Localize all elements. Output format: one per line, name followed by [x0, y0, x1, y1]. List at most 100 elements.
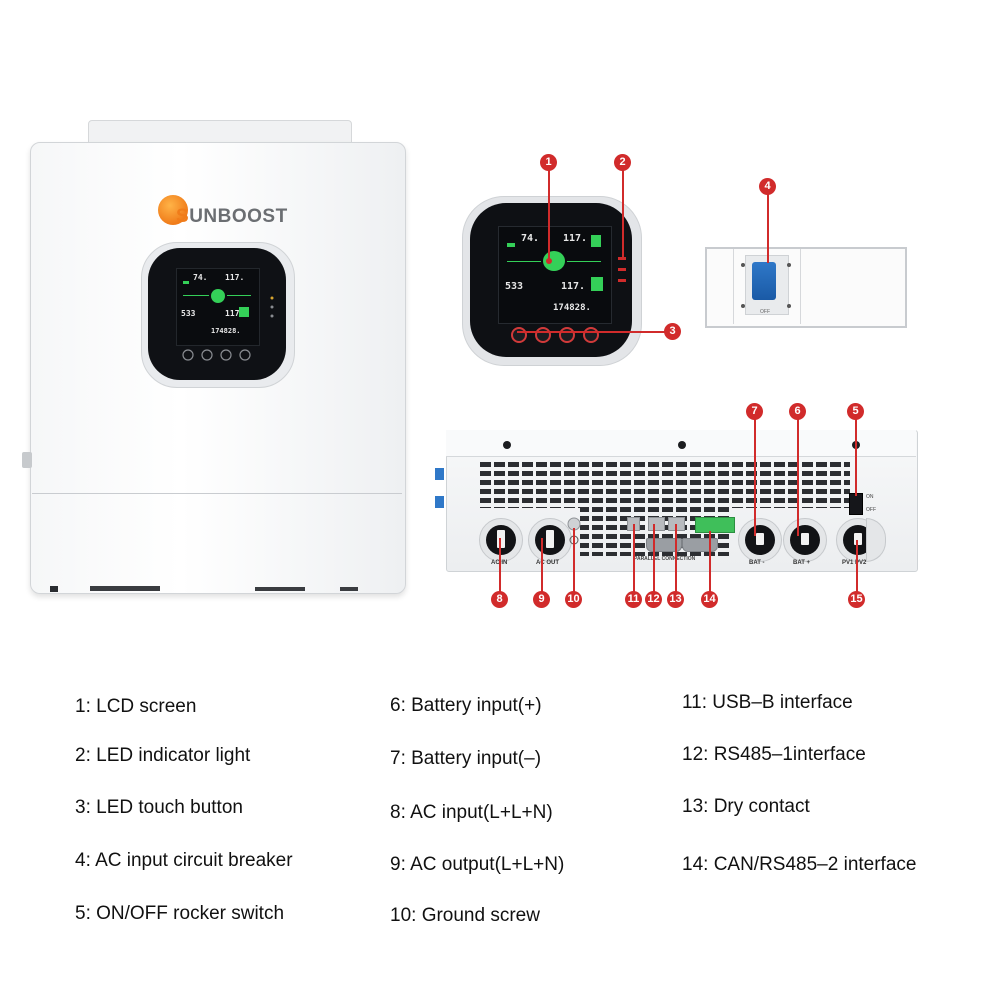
callout-line-15 [856, 540, 858, 594]
front-led-indicators [270, 296, 274, 318]
callout-line-3 [517, 331, 665, 333]
callout-4: 4 [759, 178, 776, 195]
lcd-mid-left-value: 533 [181, 309, 196, 318]
touch-button-4[interactable] [583, 327, 599, 343]
rocker-off-label: OFF [866, 507, 876, 513]
callout-5: 5 [847, 403, 864, 420]
touch-button-2[interactable] [535, 327, 551, 343]
callout-11: 11 [625, 591, 642, 608]
callout-7: 7 [746, 403, 763, 420]
callout-8: 8 [491, 591, 508, 608]
brand-logo-icon [158, 195, 188, 225]
bat-plus-label: BAT + [793, 560, 811, 566]
touch-button-1[interactable] [511, 327, 527, 343]
lcd-load-icon [239, 307, 249, 317]
lcd-center-icon [211, 289, 225, 303]
ac-output-port[interactable] [528, 518, 572, 562]
inverter-bottom-ports [50, 586, 358, 592]
callout-line-5 [855, 418, 857, 496]
callout-dot-1 [546, 258, 552, 264]
callout-line-2 [622, 170, 624, 260]
callout-line-12 [653, 524, 655, 594]
lcd-flow-line-right [227, 295, 251, 296]
legend-item-10: 10: Ground screw [390, 905, 540, 926]
rocker-on-label: ON [866, 494, 874, 500]
callout-1: 1 [540, 154, 557, 171]
bottom-view-screw-1 [503, 441, 511, 449]
callout-line-11 [633, 524, 635, 594]
lcd-screen: 74. 117. 533 117. 174828. [176, 268, 260, 346]
breaker-divider-right [800, 249, 801, 324]
callout-line-6 [797, 418, 799, 536]
callout-2: 2 [614, 154, 631, 171]
bat-minus-label: BAT - [749, 560, 765, 566]
legend-item-13: 13: Dry contact [682, 796, 810, 817]
legend-item-3: 3: LED touch button [75, 797, 243, 818]
legend-item-1: 1: LCD screen [75, 696, 197, 717]
zoom-lcd-load-icon [591, 277, 603, 291]
callout-10: 10 [565, 591, 582, 608]
callout-line-7 [754, 418, 756, 536]
lcd-top-left-value: 74. [193, 273, 208, 282]
lcd-top-right-value: 117. [225, 273, 245, 282]
parallel-port-2[interactable] [682, 538, 718, 552]
breaker-screws [741, 263, 791, 308]
callout-line-10 [573, 528, 575, 594]
breaker-off-text: OFF [760, 309, 770, 315]
parallel-connection-label: PARALLEL CONNECTION [634, 556, 696, 562]
legend-item-6: 6: Battery input(+) [390, 695, 542, 716]
side-terminal [22, 452, 32, 468]
legend-item-11: 11: USB–B interface [682, 692, 853, 713]
bottom-view-screw-2 [678, 441, 686, 449]
brand-logo: SUNBOOST [176, 206, 288, 228]
breaker-divider-left [733, 249, 734, 324]
ac-input-port[interactable] [479, 518, 523, 562]
logo-letter-s: S [176, 206, 190, 227]
zoom-lcd-screen: 74. 117. 533 117. 174828. [498, 226, 612, 324]
lcd-bottom-value: 174828. [211, 327, 241, 335]
callout-line-8 [499, 538, 501, 594]
callout-15: 15 [848, 591, 865, 608]
callout-line-4 [767, 193, 769, 263]
zoom-lcd-flow-right [567, 261, 601, 262]
legend-item-9: 9: AC output(L+L+N) [390, 854, 565, 875]
ac-out-label: AC OUT [536, 560, 559, 566]
callout-9: 9 [533, 591, 550, 608]
legend-item-5: 5: ON/OFF rocker switch [75, 903, 285, 924]
ac-input-breaker-lever[interactable] [752, 262, 776, 300]
callout-12: 12 [645, 591, 662, 608]
zoom-lcd-top-right-value: 117. [563, 233, 588, 244]
on-off-rocker-switch[interactable] [849, 493, 863, 515]
zoom-lcd-flow-left [507, 261, 541, 262]
inverter-cover-seam [32, 493, 402, 494]
legend-item-8: 8: AC input(L+L+N) [390, 802, 553, 823]
side-blue-clips [435, 468, 444, 508]
callout-3: 3 [664, 323, 681, 340]
pv-label: PV1 PV2 [842, 560, 867, 566]
callout-14: 14 [701, 591, 718, 608]
callout-13: 13 [667, 591, 684, 608]
legend-item-4: 4: AC input circuit breaker [75, 850, 293, 871]
legend-item-12: 12: RS485–1interface [682, 744, 866, 765]
lcd-pv-icon [183, 281, 189, 284]
callout-line-13 [675, 524, 677, 594]
battery-positive-port[interactable] [783, 518, 827, 562]
callout-6: 6 [789, 403, 806, 420]
lcd-flow-line-left [183, 295, 209, 296]
zoom-lcd-mid-right-value: 117. [561, 281, 586, 292]
legend-item-7: 7: Battery input(–) [390, 748, 542, 769]
zoom-lcd-top-left-value: 74. [521, 233, 540, 244]
can-rs485-2-terminal[interactable] [695, 517, 735, 533]
battery-negative-port[interactable] [738, 518, 782, 562]
lcd-mid-right-value: 117. [225, 309, 245, 318]
zoom-lcd-bottom-value: 174828. [553, 303, 591, 313]
rs485-1-port[interactable] [648, 517, 665, 531]
legend-item-14: 14: CAN/RS485–2 interface [682, 854, 917, 875]
zoom-lcd-mid-left-value: 533 [505, 281, 524, 292]
callout-line-9 [541, 538, 543, 594]
zoom-lcd-pv-icon [507, 243, 515, 247]
touch-button-3[interactable] [559, 327, 575, 343]
legend-item-2: 2: LED indicator light [75, 745, 251, 766]
callout-line-14 [709, 531, 711, 594]
parallel-port-1[interactable] [646, 538, 682, 552]
